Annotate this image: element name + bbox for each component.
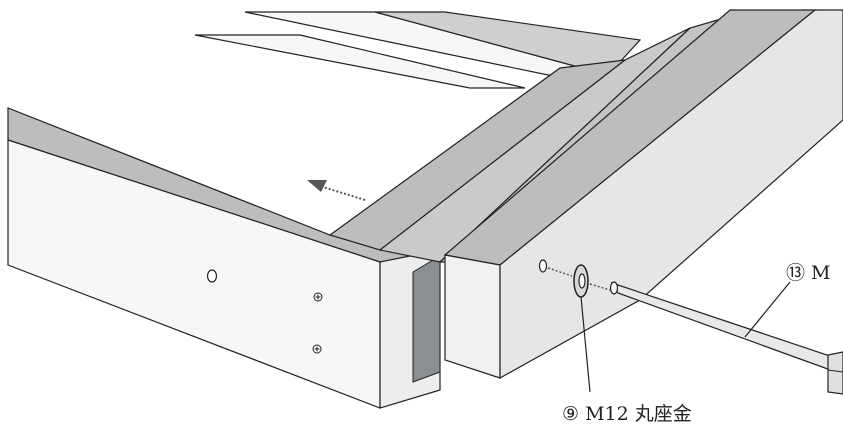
bolt-icon (609, 281, 843, 395)
washer-leader-line (580, 296, 591, 393)
hole-right-beam (538, 259, 548, 273)
back-beam-lower (194, 34, 526, 89)
hole-left-beam (206, 269, 218, 283)
left-beam (7, 107, 441, 409)
screw-lower-icon (312, 344, 322, 354)
bolt-callout-label: ⑬ M (786, 262, 831, 284)
guide-dotted-line (547, 267, 611, 291)
insertion-arrow-icon (307, 180, 366, 201)
back-beam-upper (244, 11, 642, 76)
washer-callout-label: ⑨ M12 丸座金 (562, 403, 692, 425)
screw-upper-icon (313, 292, 323, 302)
washer-icon (573, 264, 589, 298)
bolt-leader-line (744, 281, 791, 338)
